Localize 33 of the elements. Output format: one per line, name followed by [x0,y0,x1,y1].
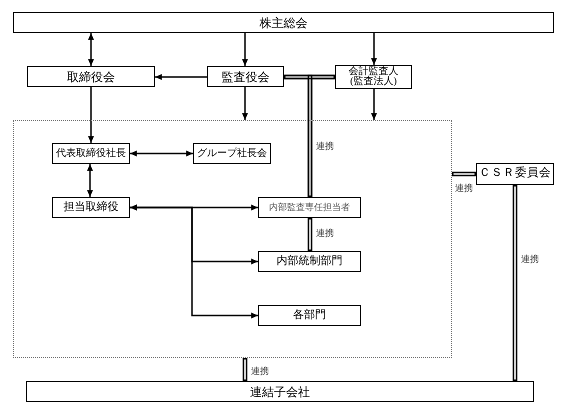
arrow [130,150,193,156]
org-box: グループ社長会 [193,143,271,164]
org-box: 監査役会 [207,66,284,87]
edge-label: 連携 [520,254,540,264]
org-box: 代表取締役社長 [52,143,130,164]
double-line [512,185,518,381]
arrow [242,33,248,66]
org-box: 株主総会 [13,12,554,33]
edge-label: 連携 [454,183,474,193]
edge-label: 連携 [250,366,270,376]
arrow [371,33,377,65]
double-line [452,172,476,176]
edge-label: 連携 [315,228,335,238]
org-box: 取締役会 [27,66,155,87]
arrow [371,89,377,120]
org-box: 連結子会社 [26,381,534,402]
org-box: 各部門 [258,305,361,326]
org-box: ＣＳＲ委員会 [476,163,554,185]
arrow [88,87,94,143]
double-line [242,358,248,381]
group-frame [13,120,452,358]
org-box: 内部監査専任担当者 [258,197,361,218]
double-line [308,218,312,251]
org-box: 担当取締役 [52,197,130,218]
org-box: 内部統制部門 [258,251,361,272]
double-line [308,74,335,197]
edge-label: 連携 [315,141,335,151]
arrow [87,164,93,197]
arrow [155,74,207,80]
arrow [88,33,94,66]
arrow [242,87,248,120]
org-box: 会計監査人(監査法人) [335,65,412,89]
arrow [130,204,258,318]
